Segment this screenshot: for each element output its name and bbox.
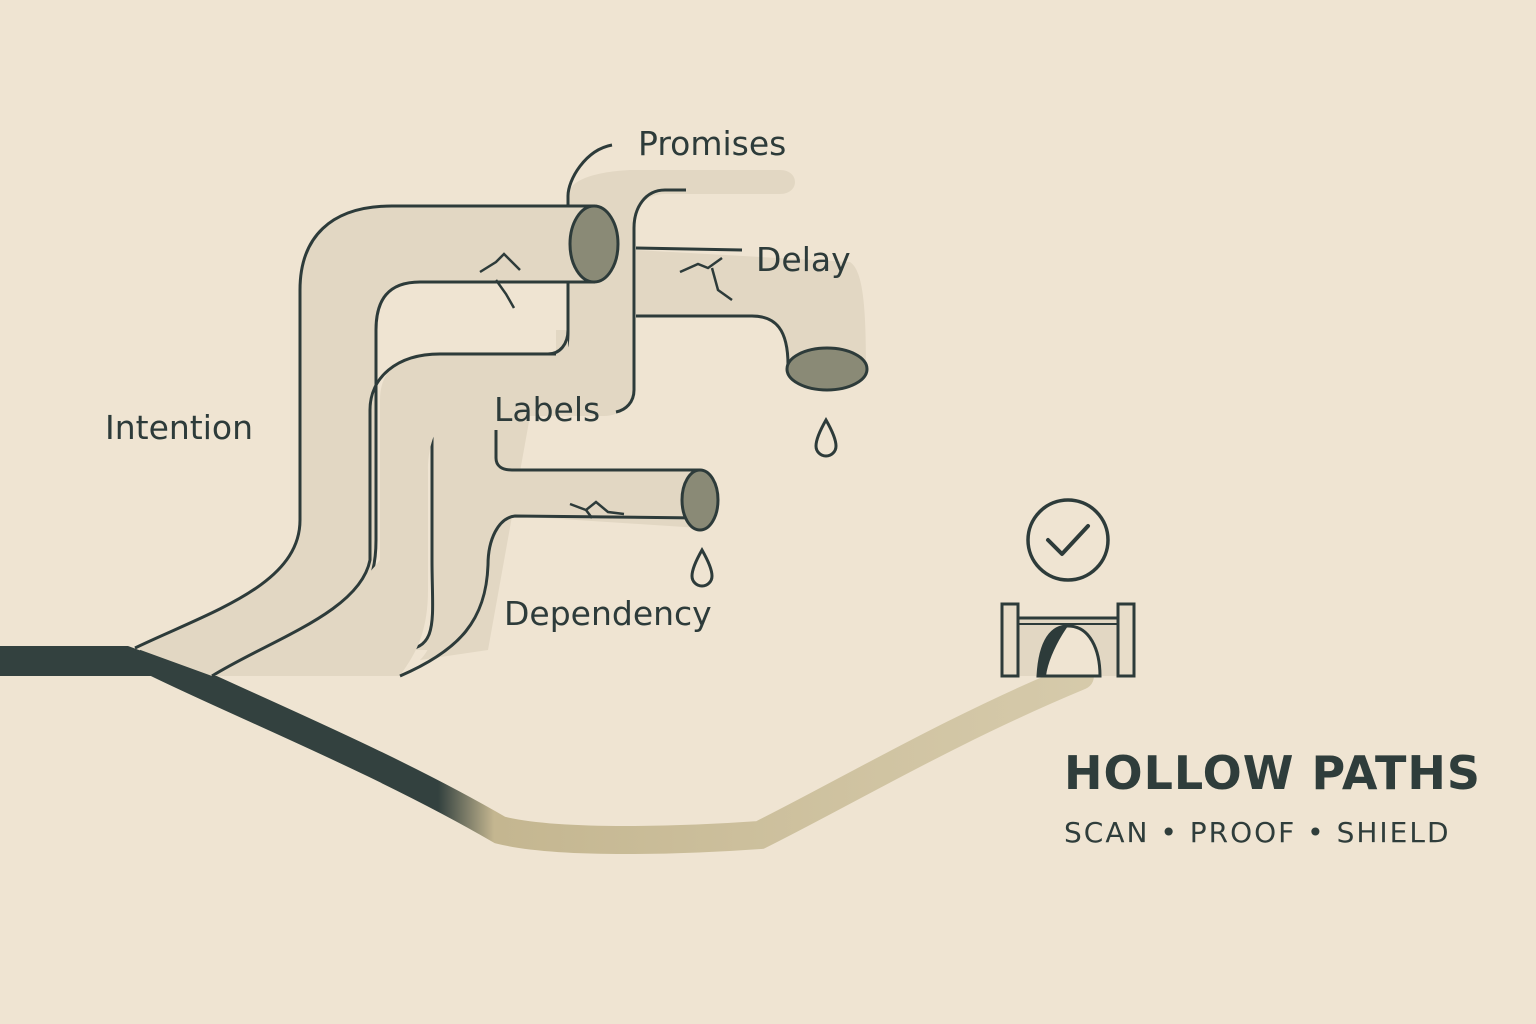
intention-crack bbox=[479, 252, 521, 309]
intention-pipe-opening bbox=[568, 204, 620, 284]
label-promises: Promises bbox=[638, 124, 787, 163]
labels-pipe-outline bbox=[211, 352, 556, 678]
dependency-crack bbox=[569, 500, 625, 519]
dependency-pipe-opening bbox=[680, 468, 720, 532]
promises-pipe-inner-outline bbox=[615, 188, 686, 414]
promises-pipe bbox=[400, 170, 795, 650]
labels-pipe-inner-outline bbox=[547, 284, 570, 356]
label-dependency: Dependency bbox=[504, 594, 712, 633]
intention-pipe-outline bbox=[134, 204, 595, 650]
delay-pipe bbox=[636, 250, 866, 365]
label-delay: Delay bbox=[756, 240, 851, 279]
label-labels: Labels bbox=[494, 390, 601, 429]
brand-title: HOLLOW PATHS bbox=[1064, 746, 1481, 800]
labels-pipe bbox=[212, 330, 568, 676]
check-circle-icon bbox=[1026, 498, 1110, 582]
water-drop-icon bbox=[814, 416, 838, 458]
dependency-pipe-lower-outline bbox=[399, 514, 701, 678]
brand-subtitle: SCAN • PROOF • SHIELD bbox=[1064, 816, 1451, 849]
intention-pipe bbox=[135, 206, 595, 676]
water-drop-icon bbox=[690, 546, 714, 588]
delay-crack bbox=[679, 256, 733, 302]
arch-gate-icon bbox=[1000, 602, 1136, 678]
dependency-pipe-outline bbox=[494, 430, 700, 472]
label-intention: Intention bbox=[105, 408, 254, 447]
delay-pipe-outline bbox=[635, 246, 790, 366]
underground-trail bbox=[136, 646, 1094, 854]
delay-pipe-opening bbox=[785, 346, 869, 392]
